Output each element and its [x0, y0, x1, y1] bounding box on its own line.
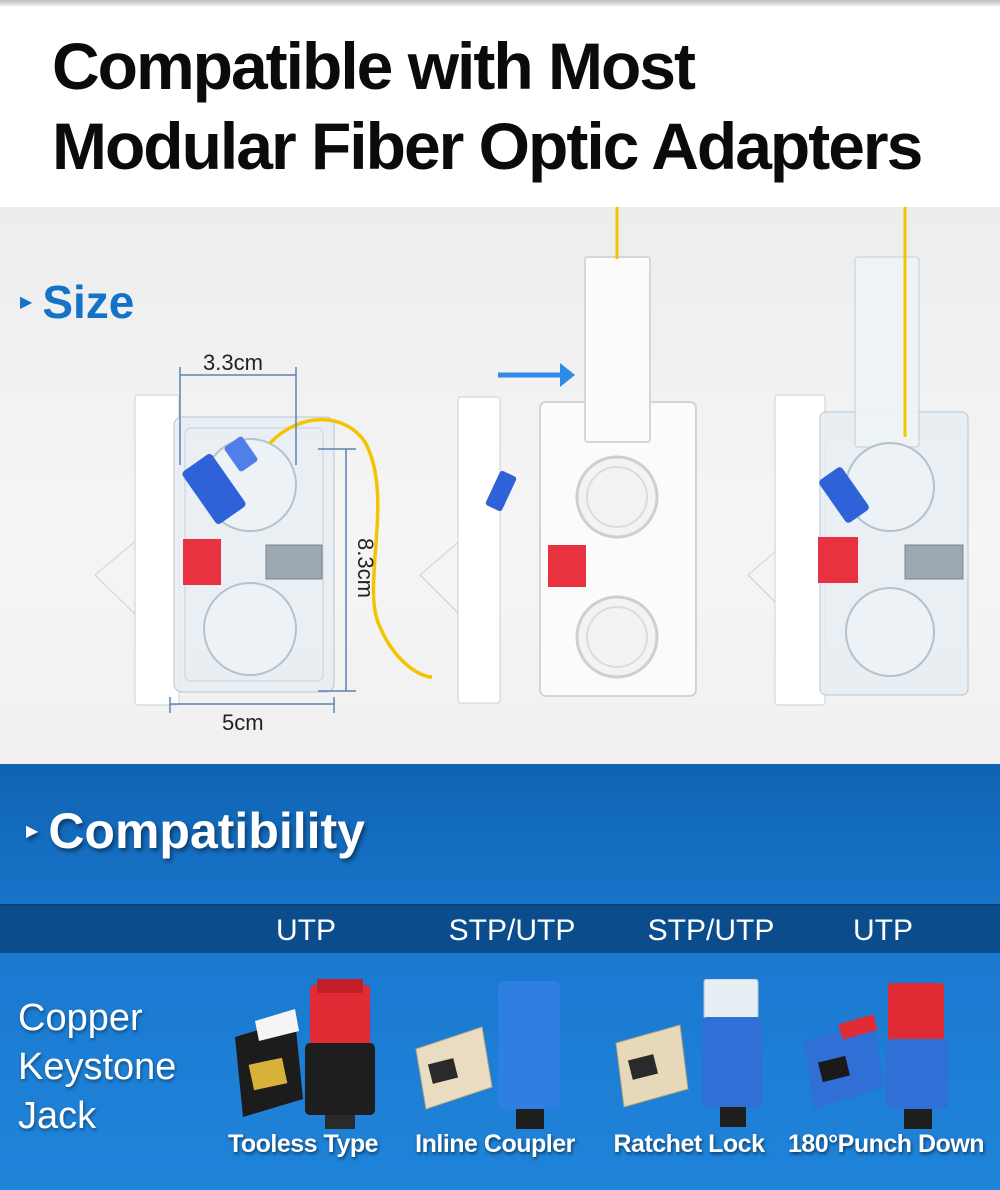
triangle-bullet-icon: ▶: [26, 823, 39, 840]
dimension-lines: [169, 367, 356, 713]
product-name-label: Ratchet Lock: [613, 1130, 765, 1158]
page-headline: Compatible with Most Modular Fiber Optic…: [52, 26, 992, 186]
exploded-box-view: [419, 207, 697, 704]
transparent-assembled-box: [747, 207, 969, 706]
product-name-label: Inline Coupler: [415, 1130, 575, 1158]
fiber-box-illustrations: [94, 207, 969, 713]
row-label-line: Jack: [18, 1095, 97, 1137]
headline-line-1: Compatible with Most: [52, 29, 696, 103]
top-border-strip: [0, 0, 1000, 6]
assembled-box-with-dimensions: [94, 394, 433, 706]
inline-coupler-image: [415, 981, 560, 1129]
size-section: ▶ Size: [0, 207, 1000, 764]
size-heading: ▶ Size: [20, 275, 134, 329]
dimension-label-height: 8.3cm: [353, 538, 378, 598]
cable-type-label: UTP: [276, 914, 336, 947]
dimension-label-bottom-width: 5cm: [222, 710, 264, 735]
ratchet-lock-jack-image: [615, 979, 762, 1127]
size-heading-text: Size: [42, 276, 135, 328]
cable-type-label: STP/UTP: [647, 914, 775, 947]
cable-type-label: STP/UTP: [448, 914, 576, 947]
row-label-line: Copper: [18, 997, 143, 1039]
dimension-label-top-width: 3.3cm: [203, 350, 263, 375]
cable-type-band: UTP STP/UTP STP/UTP UTP: [0, 904, 1000, 953]
copper-keystone-jack-label: Copper Keystone Jack: [18, 994, 176, 1141]
product-name-label: 180°Punch Down: [787, 1130, 985, 1158]
row-label-line: Keystone: [18, 1046, 177, 1088]
headline-line-2: Modular Fiber Optic Adapters: [52, 109, 923, 183]
tooless-type-jack-image: [235, 979, 375, 1129]
punch-down-jack-image: [804, 983, 948, 1129]
compatibility-heading-text: Compatibility: [48, 803, 365, 859]
compatibility-section: ▶ Compatibility UTP STP/UTP STP/UTP UTP …: [0, 764, 1000, 1190]
product-name-label: Tooless Type: [227, 1130, 379, 1158]
cable-type-label: UTP: [853, 914, 913, 947]
triangle-bullet-icon: ▶: [20, 294, 33, 311]
compatibility-heading: ▶ Compatibility: [26, 802, 365, 860]
